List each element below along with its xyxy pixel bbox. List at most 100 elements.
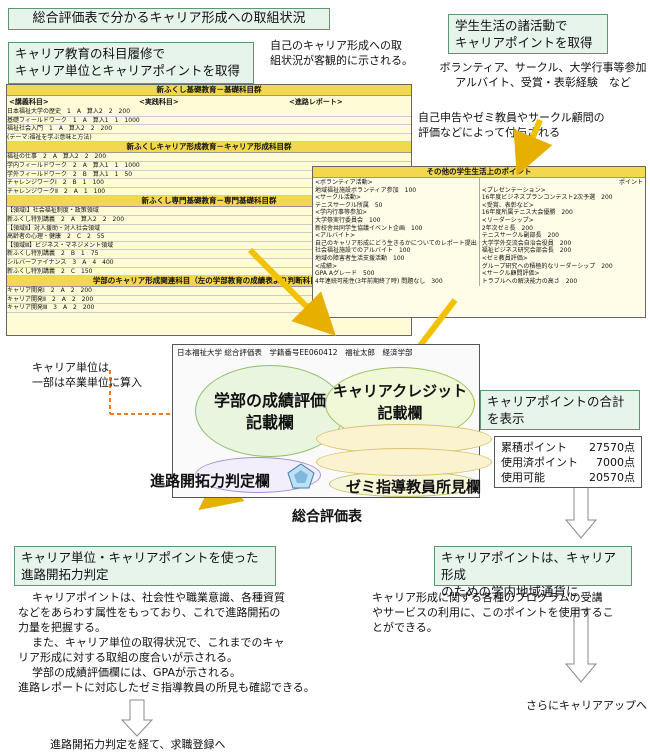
path-p2-line-2: リア形成に対する取組の度合いが示される。 <box>18 651 238 664</box>
path-box-line-1: キャリア単位・キャリアポイントを使った <box>21 550 259 565</box>
arrow-down-left <box>120 699 154 737</box>
sheet-right-row: 2年次ゼミ長 200 <box>481 224 533 232</box>
total-line-2: を表示 <box>487 411 525 426</box>
sheet-right-row: <成績> <box>315 262 338 270</box>
sheet-right-row: <リーダーシップ> <box>481 216 534 224</box>
summary-row: 使用済ポイント 7000点 <box>501 455 635 470</box>
summary-row: 使用可能 20570点 <box>501 470 635 485</box>
summary-row: 累積ポイント 27570点 <box>501 440 635 455</box>
sheet-right-row: <学内行事等参加> <box>315 209 368 217</box>
sheet-right-row: 16年度ビジネスプランコンテスト2次予選 200 <box>481 194 613 202</box>
sheet-right-row: 大学学外交流会自治会役員 200 <box>481 239 572 247</box>
page-title: 総合評価表で分かるキャリア形成への取組状況 <box>8 8 330 30</box>
grades-label-1: 学部の成績評価 <box>213 391 326 410</box>
arrow-course-to-form <box>247 247 336 336</box>
sheet-right-row: 新校舎共同学生協議イベント企画 100 <box>315 224 423 232</box>
local-currency-box: キャリアポイントは、キャリア形成 のための学内地域通貨に <box>434 546 632 599</box>
sheet-right-row: <アルバイト> <box>315 232 355 240</box>
sheet-row: キャリア開発Ⅰ 2 A 2 200 <box>7 287 411 296</box>
sheet-right-row: テニスサークル副部長 200 <box>481 232 559 240</box>
sheet-row: 基礎フィールドワーク 1 A 算入1 1 1000 <box>7 117 411 126</box>
evaluation-note-line-1: 自己申告やゼミ教員やサークル顧問の <box>418 111 605 124</box>
head-report: <進路レポート> <box>289 98 343 106</box>
form-header: 日本福祉大学 総合評価表 学籍番号EE060412 福祉太郎 経済学部 <box>177 348 413 357</box>
sheet-right-row: <受賞、表彰など> <box>481 201 534 209</box>
sheet-row: 【領域Ⅲ】ビジネス・マネジメント領域 <box>7 242 411 251</box>
sheet-right-row: 福祉ビジネス研究会部会長 200 <box>481 247 572 255</box>
sheet-right-row: <サークル顧問評価> <box>481 270 540 278</box>
sheet-right-row: グループ研究への積極的なリーダーシップ 200 <box>481 262 613 270</box>
sheet-heads: <講義科目> <実践科目> <進路レポート> <box>7 96 411 108</box>
grades-label-2: 記載欄 <box>245 413 294 432</box>
sheet-row: チャレンジワークⅠ 2 B 1 100 <box>7 179 411 188</box>
sheet-right-row: 16年度所属テニス大会優勝 200 <box>481 209 573 217</box>
currency-box-line-1: キャリアポイントは、キャリア形成 <box>441 550 617 582</box>
sheet-right-row: テニスサークル所属 50 <box>315 201 383 209</box>
sheet-row: (テーマ:福祉を学ぶ意味と方法) <box>7 134 411 143</box>
sheet-row: キャリア開発Ⅲ 3 A 2 200 <box>7 304 411 313</box>
sheet-row: シルバーファイナンス 3 A 4 400 <box>7 259 411 268</box>
activities-note: ボランティア、サークル、大学行事等参加 アルバイト、受賞・表彰経験 など <box>438 60 648 90</box>
sheet-right-row: GPA Aグレード 500 <box>315 270 375 278</box>
band-career: 新ふくしキャリア形成教育－キャリア形成科目群 <box>7 142 411 154</box>
sheet-right-row: <サークル活動> <box>315 194 361 202</box>
sheet-right-left-col: <ボランティア活動> 地域福祉施設ボランティア参加 100 <サークル活動> テ… <box>313 178 480 287</box>
sheet-right-row: 4年連続可能性(3年前期終了時) 問題なし 300 <box>315 277 443 285</box>
sheet-right-row: <ボランティア活動> <box>315 179 373 186</box>
sheet-right-row: トラブルへの解決能力の高さ 200 <box>481 277 578 285</box>
sheet-row: 【領域Ⅰ】社会福祉制度・政策領域 <box>7 207 411 216</box>
sheet-row: 新ふくし特別講義 2 B 1 75 <box>7 250 411 259</box>
sheet-right-right-col: ポイント <プレゼンテーション> 16年度ビジネスプランコンテスト2次予選 20… <box>480 178 645 286</box>
credit-note-line-1: キャリア単位は <box>32 361 109 374</box>
sheet-row: 新ふくし特別講義 2 A 算入2 2 200 <box>7 216 411 225</box>
course-credit-line-2: キャリア単位とキャリアポイントを取得 <box>15 63 241 78</box>
currency-p-line-2: やサービスの利用に、このポイントを使用するこ <box>372 606 614 619</box>
path-p3-line-1: 学部の成績評価欄には、GPAが示される。 <box>32 666 241 679</box>
sheet-right-row: <ゼミ教員評価> <box>481 254 528 262</box>
path-p2-line-1: また、キャリア単位の取得状況で、これまでのキャ <box>32 636 285 649</box>
activities-note-line-1: ボランティア、サークル、大学行事等参加 <box>439 61 647 74</box>
sheet-row: 新ふくし特別講義 2 C 150 <box>7 268 411 277</box>
summary-value: 20570点 <box>589 471 635 484</box>
form-caption: 総合評価表 <box>292 509 362 525</box>
path-judgment-box: キャリア単位・キャリアポイントを使った 進路開拓力判定 <box>14 546 276 586</box>
seminar-label: ゼミ指導教員所見欄 <box>346 478 482 496</box>
currency-explanation: キャリア形成に関する各種のプログラムの受講 やサービスの利用に、このポイントを使… <box>372 590 644 635</box>
path-p3-line-2: 進路レポートに対応したゼミ指導教員の所見も確認できる。 <box>18 681 315 694</box>
path-label: 進路開拓力判定欄 <box>150 472 271 490</box>
arrow-down-right-2 <box>564 609 598 683</box>
summary-value: 7000点 <box>596 456 635 469</box>
points-summary: 累積ポイント 27570点 使用済ポイント 7000点 使用可能 20570点 <box>494 436 642 488</box>
sheet-row: 福祉の仕事 2 A 算入2 2 200 <box>7 153 411 162</box>
path-p1-line-1: キャリアポイントは、社会性や職業意識、各種資質 <box>32 591 285 604</box>
points-total-box: キャリアポイントの合計 を表示 <box>480 390 640 430</box>
currency-box-line-2: のための学内地域通貨に <box>441 584 579 599</box>
sheet-right-row: 地域の障害者生活支援活動 100 <box>315 254 405 262</box>
objective-note-line-2: 組状況が客観的に示される。 <box>270 54 413 67</box>
points-col-head: ポイント <box>618 179 643 186</box>
objective-note: 自己のキャリア形成への取 組状況が客観的に示される。 <box>270 38 430 68</box>
path-p1-line-3: 力量を把握する。 <box>18 621 106 634</box>
credit-note-line-2: 一部は卒業単位に算入 <box>32 376 142 389</box>
summary-label: 使用可能 <box>501 471 545 484</box>
sheet-row: 福祉社会入門 1 A 算入2 2 200 <box>7 125 411 134</box>
sheet-row: キャリア開発Ⅱ 2 A 2 200 <box>7 296 411 305</box>
objective-note-line-1: 自己のキャリア形成への取 <box>270 39 402 52</box>
summary-label: 使用済ポイント <box>501 456 578 469</box>
currency-p-line-1: キャリア形成に関する各種のプログラムの受講 <box>372 591 603 604</box>
head-lecture: <講義科目> <box>9 98 49 106</box>
career-up-note: さらにキャリアアップへ <box>526 699 647 712</box>
radar-chart-icon <box>287 463 315 493</box>
band-basic: 新ふくし基礎教育－基礎科目群 <box>7 85 411 96</box>
sheet-right-row: 地域福祉施設ボランティア参加 100 <box>315 186 417 194</box>
course-credit-line-1: キャリア教育の科目履修で <box>15 46 166 61</box>
points-ellipse-2 <box>316 448 492 476</box>
job-registration-note: 進路開拓力判定を経て、求職登録へ <box>50 738 226 751</box>
sheet-row: 日本福祉大学の歴史 1 A 算入2 2 200 <box>7 108 411 117</box>
student-life-sheet-header: その他の学生生活上のポイント <box>313 167 645 178</box>
activities-note-line-2: アルバイト、受賞・表彰経験 など <box>455 76 631 89</box>
summary-value: 27570点 <box>589 441 635 454</box>
course-credit-box: キャリア教育の科目履修で キャリア単位とキャリアポイントを取得 <box>8 42 254 84</box>
sheet-right-row: 社会福祉施設でのアルバイト 100 <box>315 247 411 255</box>
path-p1-line-2: などをあらわす属性をもっており、これで進路開拓の <box>18 606 281 619</box>
